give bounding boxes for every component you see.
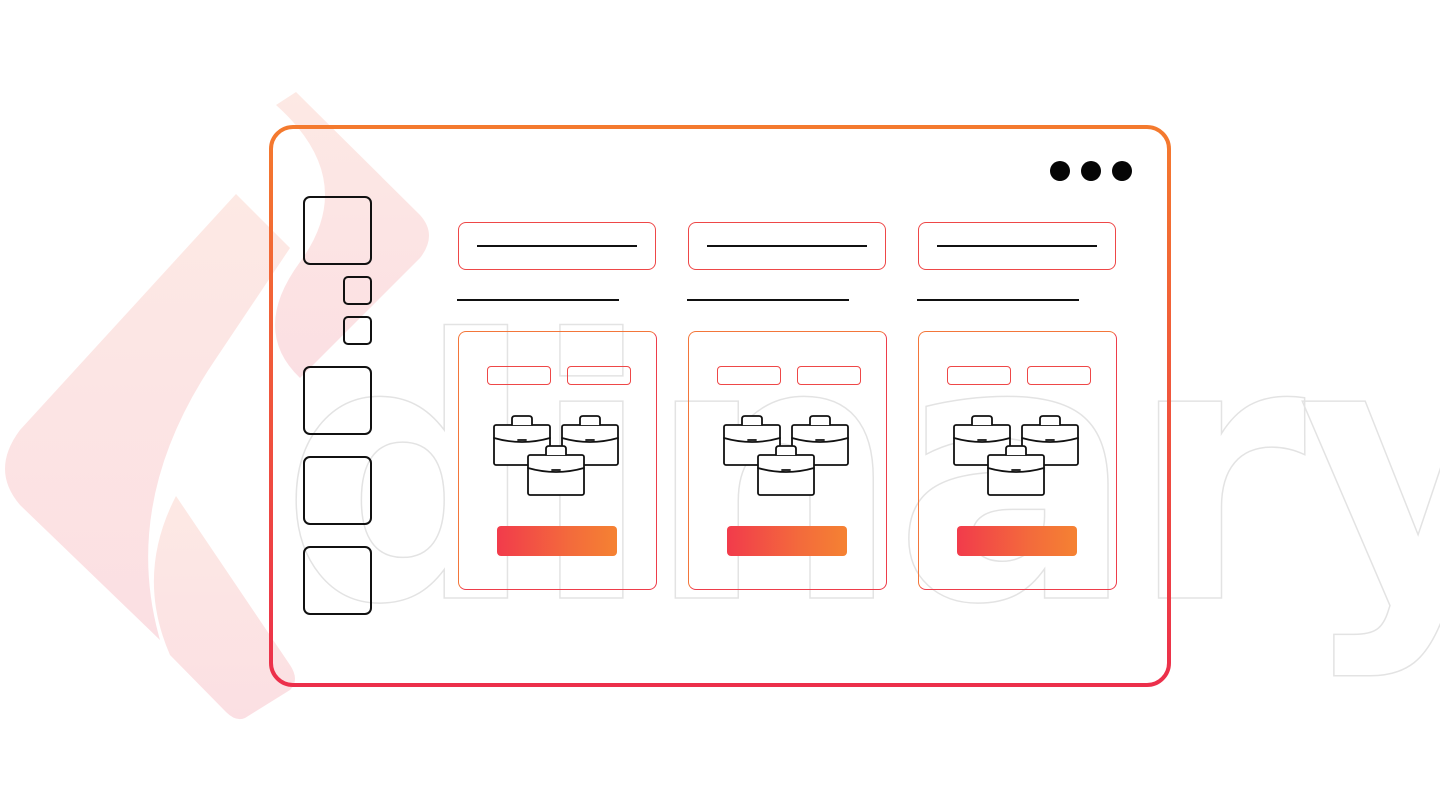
sidebar-item-3[interactable]: [343, 316, 372, 345]
card-3-tag-1[interactable]: [947, 366, 1011, 385]
window-controls[interactable]: [1050, 161, 1132, 181]
sidebar-item-5[interactable]: [303, 456, 372, 525]
tab-1-label-placeholder: [477, 245, 637, 247]
card-1-tag-1[interactable]: [487, 366, 551, 385]
tab-3-label-placeholder: [937, 245, 1097, 247]
sidebar-item-4[interactable]: [303, 366, 372, 435]
logo-left-shape: [5, 194, 290, 640]
card-3-action-button[interactable]: [957, 526, 1077, 556]
window-dot-1[interactable]: [1050, 161, 1070, 181]
card-1-tag-2[interactable]: [567, 366, 631, 385]
section-heading-line-2: [687, 299, 849, 301]
section-heading-line-3: [917, 299, 1079, 301]
window-dot-3[interactable]: [1112, 161, 1132, 181]
section-heading-line-1: [457, 299, 619, 301]
card-3-tag-2[interactable]: [1027, 366, 1091, 385]
window-dot-2[interactable]: [1081, 161, 1101, 181]
card-2-tag-1[interactable]: [717, 366, 781, 385]
tab-1[interactable]: [458, 222, 656, 270]
app-window: [269, 125, 1171, 687]
window-frame: [269, 125, 1171, 687]
logo-upper-shape: [275, 92, 429, 378]
product-card-3: [918, 331, 1117, 590]
sidebar-item-1[interactable]: [303, 196, 372, 265]
product-card-2: [688, 331, 887, 590]
tab-3[interactable]: [918, 222, 1116, 270]
briefcases-icon: [723, 415, 849, 496]
briefcases-icon: [493, 415, 619, 496]
tab-2[interactable]: [688, 222, 886, 270]
card-2-tag-2[interactable]: [797, 366, 861, 385]
svg-text:dinarys: dinarys: [280, 264, 1440, 683]
card-2-action-button[interactable]: [727, 526, 847, 556]
logo-lower-shape: [153, 496, 295, 720]
card-1-action-button[interactable]: [497, 526, 617, 556]
tab-2-label-placeholder: [707, 245, 867, 247]
sidebar-item-6[interactable]: [303, 546, 372, 615]
briefcases-icon: [953, 415, 1079, 496]
product-card-1: [458, 331, 657, 590]
sidebar-item-2[interactable]: [343, 276, 372, 305]
